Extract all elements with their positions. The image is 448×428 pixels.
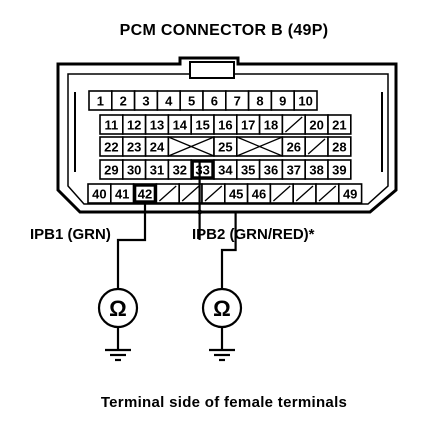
unused-terminal-slash: [295, 185, 314, 202]
connector-housing: [56, 56, 398, 214]
terminal-number: 20: [309, 118, 323, 133]
probed-terminal-highlight: [191, 160, 214, 179]
probe-label-ipb1: IPB1 (GRN): [30, 226, 111, 243]
terminal-cell: [293, 90, 318, 111]
terminal-number: 15: [195, 118, 209, 133]
probe-wire-ipb1: [116, 203, 147, 288]
terminal-number: 28: [332, 140, 346, 155]
terminal-number: 5: [188, 94, 195, 109]
terminal-number: 25: [218, 140, 232, 155]
terminal-number: 9: [279, 94, 286, 109]
terminal-cell: [337, 183, 363, 204]
terminal-number: 35: [241, 163, 255, 178]
terminal-number: 16: [218, 118, 232, 133]
terminal-number: 37: [287, 163, 301, 178]
terminal-number: 36: [264, 163, 278, 178]
terminal-number: 11: [105, 118, 119, 133]
unused-terminal-slash: [307, 138, 326, 155]
terminal-number: 18: [264, 118, 278, 133]
terminal-number: 32: [173, 163, 187, 178]
unused-terminal-slash: [272, 185, 291, 202]
terminal-number: 38: [309, 163, 323, 178]
connector-inner-shell: [67, 73, 389, 205]
terminal-number: 14: [173, 118, 188, 133]
terminal-number: 6: [211, 94, 218, 109]
terminal-number: 13: [150, 118, 164, 133]
terminal-number: 21: [332, 118, 346, 133]
unused-terminal-slash: [158, 185, 177, 202]
unused-terminal-slash: [181, 185, 200, 202]
terminal-number: 34: [218, 163, 233, 178]
unused-terminal-slash: [318, 185, 337, 202]
terminal-number: 33: [195, 163, 209, 178]
terminal-number: 45: [229, 187, 243, 202]
terminal-number: 4: [165, 94, 173, 109]
terminal-number: 23: [127, 140, 141, 155]
terminal-number: 49: [343, 187, 357, 202]
diagram-title: PCM CONNECTOR B (49P): [119, 22, 329, 39]
terminal-number: 40: [92, 187, 106, 202]
terminal-cell: [327, 114, 352, 135]
wire-junction-dot: [197, 209, 203, 215]
terminal-number: 2: [120, 94, 127, 109]
terminal-number: 17: [241, 118, 255, 133]
terminal-number: 24: [150, 140, 165, 155]
terminal-number: 1: [97, 94, 104, 109]
terminal-number: 22: [104, 140, 118, 155]
terminal-cell: [327, 136, 352, 157]
probe-wire-ipb2: [199, 210, 237, 288]
terminal-cell: [327, 159, 352, 180]
terminal-number: 3: [142, 94, 149, 109]
probed-terminal-highlight: [133, 184, 157, 203]
diagram-caption: Terminal side of female terminals: [100, 394, 348, 411]
unused-terminal-slash: [204, 185, 223, 202]
connector-lock-tab: [189, 61, 235, 79]
terminal-number: 8: [256, 94, 263, 109]
unused-terminal-cross: [168, 136, 215, 157]
terminal-number: 30: [127, 163, 141, 178]
terminal-number: 12: [127, 118, 141, 133]
terminal-number: 42: [138, 187, 152, 202]
terminal-number: 29: [104, 163, 118, 178]
unused-terminal-cross: [236, 136, 283, 157]
ohm-symbol: Ω: [213, 296, 231, 321]
terminal-number: 41: [115, 187, 129, 202]
terminal-number: 10: [298, 94, 312, 109]
terminal-number: 7: [234, 94, 241, 109]
terminal-number: 46: [252, 187, 266, 202]
unused-terminal-slash: [284, 116, 303, 133]
terminal-number: 26: [287, 140, 301, 155]
terminal-number: 39: [332, 163, 346, 178]
terminal-number: 31: [150, 163, 164, 178]
ohm-symbol: Ω: [109, 296, 127, 321]
probe-label-ipb2: IPB2 (GRN/RED)*: [192, 226, 315, 243]
